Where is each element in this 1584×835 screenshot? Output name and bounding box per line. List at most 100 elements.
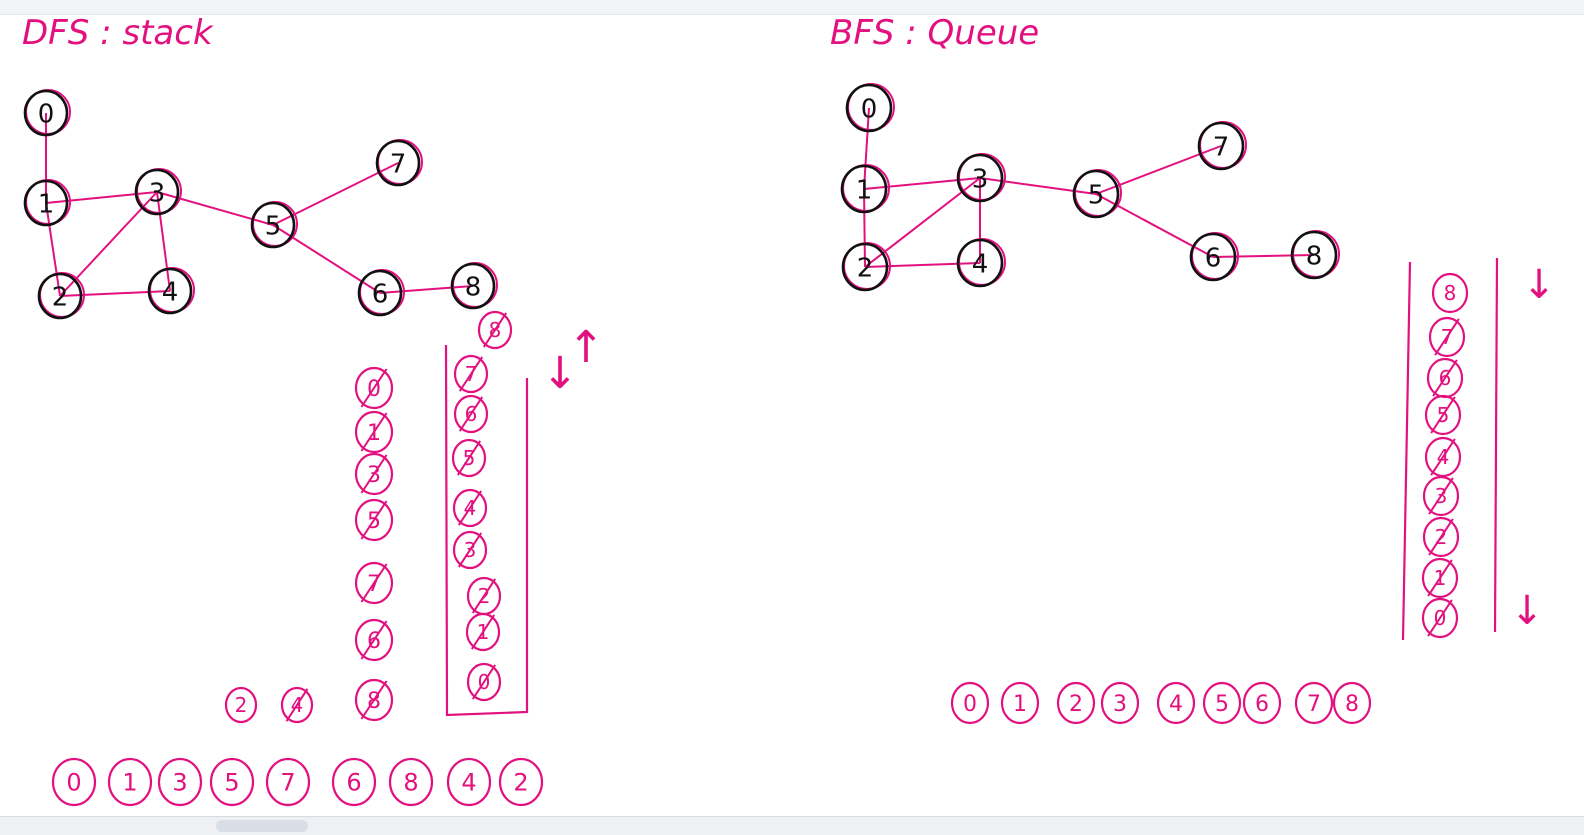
bfs-queue-item-6: 6 [1426,357,1464,399]
svg-text:7: 7 [1307,692,1321,717]
bfs-order-item-8: 8 [1332,681,1372,725]
dfs-visited-5: 5 [354,498,394,542]
bfs-graph-edges [863,107,1315,268]
dfs-order-item-0: 0 [51,757,97,807]
dfs-node-7: 7 [375,139,423,187]
bfs-order-item-1: 1 [1000,681,1040,725]
svg-text:5: 5 [1215,692,1229,717]
svg-text:2: 2 [1069,692,1083,717]
dfs-order-item-7: 7 [265,757,311,807]
dfs-node-2: 2 [37,272,85,320]
svg-text:3: 3 [172,769,187,797]
bfs-node-1: 1 [840,164,890,214]
dfs-order-item-5: 5 [209,757,255,807]
bfs-queue-item-2: 2 [1422,516,1460,558]
bfs-edge [863,188,866,268]
dfs-node-8: 8 [450,262,498,310]
svg-text:0: 0 [38,99,55,129]
bfs-queue-item-8: 8 [1431,272,1469,314]
dfs-order-item-3: 3 [157,757,203,807]
bfs-node-8: 8 [1290,230,1340,280]
dfs-visited-7: 7 [354,561,394,605]
bfs-direction-arrow: ↓ [1522,262,1556,308]
svg-text:4: 4 [972,249,989,279]
svg-text:0: 0 [963,692,977,717]
bfs-node-6: 6 [1189,232,1239,282]
svg-text:6: 6 [372,279,389,309]
dfs-edge [156,191,274,226]
dfs-visited-6: 6 [354,618,394,662]
bfs-edge [863,107,870,190]
svg-text:2: 2 [513,769,528,797]
dfs-stack-item-8: 8 [477,310,513,350]
svg-text:2: 2 [52,282,69,312]
dfs-stack-item-0: 0 [466,662,502,702]
svg-text:6: 6 [346,769,361,797]
dfs-edge [45,202,61,297]
bfs-edge [1095,193,1214,258]
dfs-order-item-8: 8 [388,757,434,807]
dfs-node-0: 0 [23,89,71,137]
svg-text:4: 4 [461,769,476,797]
bfs-graph-nodes: 0 1 2 3 4 5 6 7 8 [840,83,1340,292]
dfs-node-1: 1 [23,179,71,227]
bfs-node-3: 3 [956,153,1006,203]
svg-text:2: 2 [857,253,874,283]
dfs-visited-3: 3 [354,452,394,496]
dfs-visited-1: 1 [354,410,394,454]
bfs-order-item-2: 2 [1056,681,1096,725]
bfs-node-5: 5 [1072,169,1122,219]
bfs-edge [979,177,1097,195]
dfs-node-4: 4 [147,267,195,315]
svg-text:5: 5 [224,769,239,797]
dfs-stack-item-1: 1 [465,612,501,652]
svg-text:8: 8 [1345,692,1359,717]
dfs-visited-0: 0 [354,366,394,410]
bottom-scrollbar[interactable] [0,816,1584,835]
bfs-queue-item-0: 0 [1421,597,1459,639]
bfs-queue-item-4: 4 [1424,436,1462,478]
svg-text:5: 5 [1088,180,1105,210]
svg-text:8: 8 [403,769,418,797]
bfs-node-0: 0 [845,83,895,133]
svg-text:3: 3 [1113,692,1127,717]
bfs-order-item-6: 6 [1242,681,1282,725]
dfs-title: DFS : stack [22,13,214,53]
svg-text:8: 8 [1444,281,1457,305]
dfs-stack-item-3: 3 [452,530,488,570]
svg-text:3: 3 [972,164,989,194]
svg-text:1: 1 [38,189,55,219]
dfs-direction-arrow: ↑ [568,322,605,373]
svg-text:7: 7 [390,149,407,179]
svg-text:8: 8 [1306,241,1323,271]
bfs-edge [864,262,981,268]
dfs-graph-edges [45,113,474,297]
svg-text:1: 1 [856,175,873,205]
dfs-node-6: 6 [357,269,405,317]
dfs-order-item-1: 1 [107,757,153,807]
bfs-node-2: 2 [841,242,891,292]
bfs-order-item-0: 0 [950,681,990,725]
dfs-stack-item-6: 6 [453,394,489,434]
svg-text:6: 6 [1205,243,1222,273]
svg-text:1: 1 [122,769,137,797]
bfs-queue-right-wall [1493,257,1499,633]
svg-text:8: 8 [465,272,482,302]
dfs-order-item-2: 2 [498,757,544,807]
bfs-queue-item-3: 3 [1422,475,1460,517]
svg-text:4: 4 [162,277,179,307]
dfs-edge [379,285,474,294]
dfs-pending-2: 2 [224,686,258,724]
dfs-order-item-4: 4 [446,757,492,807]
top-toolbar-strip [0,0,1584,15]
svg-text:7: 7 [1213,132,1230,162]
scrollbar-thumb[interactable] [216,820,308,832]
bfs-order-item-5: 5 [1202,681,1242,725]
dfs-direction-arrow: ↓ [542,348,579,399]
svg-text:4: 4 [1169,692,1183,717]
bfs-queue-item-7: 7 [1428,316,1466,358]
dfs-stack-area: 013576824876543210↓↑ [224,310,605,724]
